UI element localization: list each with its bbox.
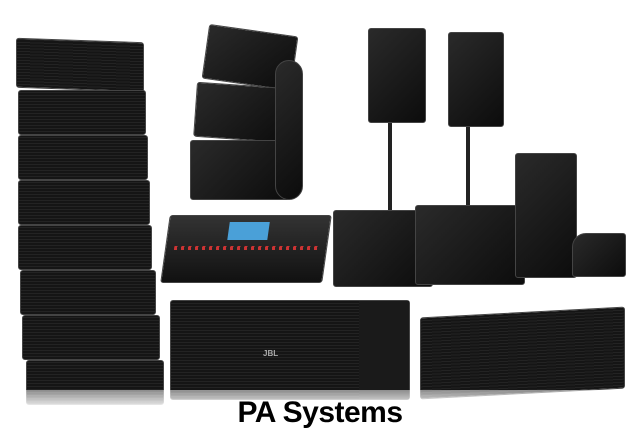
line-array-module [420,306,625,400]
jbl-subwoofer: JBL [170,300,410,400]
monitor-wedge [572,233,626,277]
digital-mixer [160,215,332,283]
speaker-top-left [368,28,426,123]
caption-title: PA Systems [237,396,403,429]
subwoofer-right [415,205,525,285]
jbl-logo: JBL [263,349,279,358]
caption-band: PA Systems [0,390,640,440]
speaker-top-right [448,32,504,127]
tall-speaker [515,153,577,278]
